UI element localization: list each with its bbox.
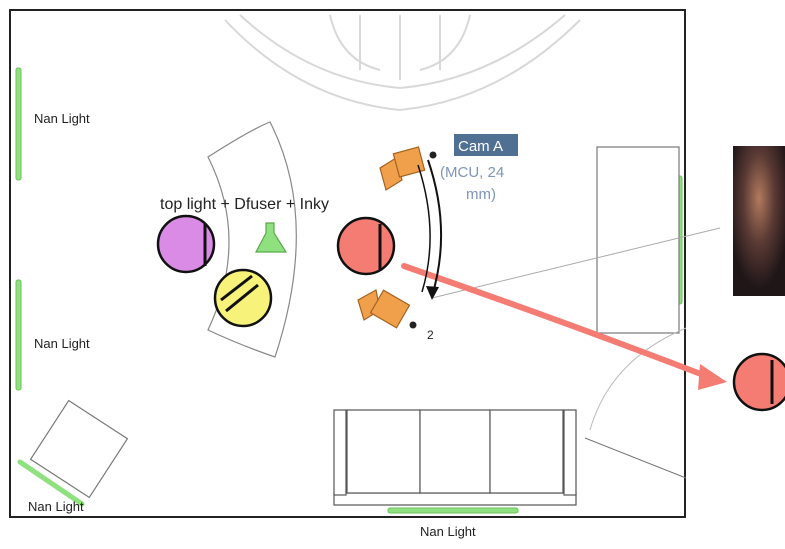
nan-light-label-left-mid: Nan Light <box>34 336 90 351</box>
side-cabinet <box>596 146 680 334</box>
diffuser-light <box>213 268 273 328</box>
door-swing <box>589 327 687 431</box>
watermark-seal <box>224 14 581 112</box>
camera-a-position-1 <box>379 146 437 191</box>
light-group-label: top light + Dfuser + Inky <box>160 196 329 213</box>
inky-light-new-position <box>732 352 785 412</box>
flask-diffuser-icon <box>255 222 288 253</box>
sofa <box>333 409 577 506</box>
door-line <box>584 437 687 479</box>
camera-move-arc <box>427 159 443 297</box>
move-arrow <box>401 263 709 379</box>
inky-light <box>336 216 396 276</box>
cam-a-lens-line2: mm) <box>466 186 496 203</box>
camera-position-2-label: 2 <box>427 328 434 342</box>
top-light <box>156 214 216 274</box>
camera-eyeline <box>431 227 721 299</box>
corner-table <box>29 399 129 499</box>
nan-light-label-bottom-left: Nan Light <box>28 499 84 514</box>
nan-light-label-left-top: Nan Light <box>34 111 90 126</box>
camera-move-arc-outer <box>417 164 431 293</box>
nan-light-bottom <box>387 507 519 514</box>
cam-a-lens-line1: (MCU, 24 <box>440 164 504 181</box>
camera-move-arrowhead <box>426 286 439 300</box>
reference-photo <box>733 146 785 296</box>
nan-light-left-mid <box>15 279 22 391</box>
nan-light-label-bottom: Nan Light <box>420 524 476 539</box>
camera-a-position-2 <box>357 289 417 329</box>
cam-a-label: Cam A <box>458 138 503 155</box>
nan-light-corner <box>17 459 85 507</box>
cam-a-label-bg <box>454 134 518 156</box>
room-walls <box>9 9 686 518</box>
nan-light-left-top <box>15 67 22 181</box>
move-arrow-head <box>698 364 727 390</box>
